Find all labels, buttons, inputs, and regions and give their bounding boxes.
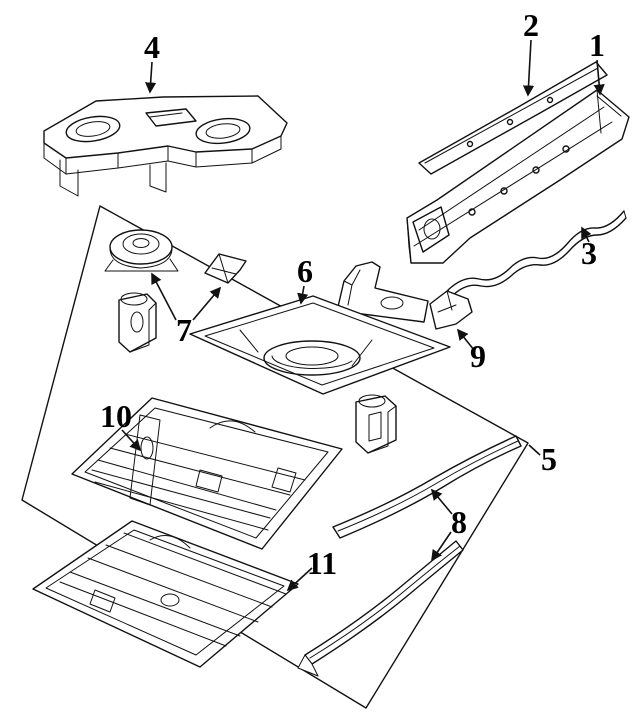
callout-4[interactable]: 4 [144, 29, 160, 65]
package-tray-part [43, 95, 288, 197]
center-floor-pan-part [71, 397, 343, 550]
callout-10[interactable]: 10 [100, 398, 132, 434]
leader-line-8a [430, 488, 453, 515]
leader-line-7a [151, 272, 177, 321]
leader-line-9 [456, 328, 475, 351]
leader-line-6 [297, 285, 309, 305]
callout-6[interactable]: 6 [297, 253, 313, 289]
front-floor-pan-part [32, 520, 299, 668]
leader-line-4 [145, 61, 157, 94]
rear-crossmember-part [336, 261, 429, 323]
callout-5[interactable]: 5 [541, 441, 557, 477]
rear-floor-pan-part [189, 295, 451, 395]
callout-7[interactable]: 7 [176, 312, 192, 348]
callout-2[interactable]: 2 [523, 7, 539, 43]
support-bracket-part [429, 290, 473, 330]
leader-line-3 [581, 226, 592, 243]
leader-line-7b [192, 286, 222, 321]
leader-line-11 [286, 567, 313, 592]
leader-lines [121, 39, 605, 592]
side-rail-parts [297, 435, 522, 677]
pillar-bracket-part [355, 394, 397, 454]
callout-1[interactable]: 1 [589, 27, 605, 63]
callout-3[interactable]: 3 [581, 235, 597, 271]
callout-9[interactable]: 9 [470, 338, 486, 374]
leader-line-1 [593, 59, 605, 96]
rear-body-panel-part [406, 89, 630, 264]
leader-line-5 [528, 444, 541, 456]
upper-panel-bar-part [418, 61, 608, 175]
callout-8[interactable]: 8 [451, 504, 467, 540]
callout-11[interactable]: 11 [307, 545, 337, 581]
leader-line-8b [431, 531, 452, 562]
leader-line-2 [522, 39, 535, 97]
leader-line-10 [121, 429, 142, 452]
floor-bracket-parts [104, 229, 247, 353]
